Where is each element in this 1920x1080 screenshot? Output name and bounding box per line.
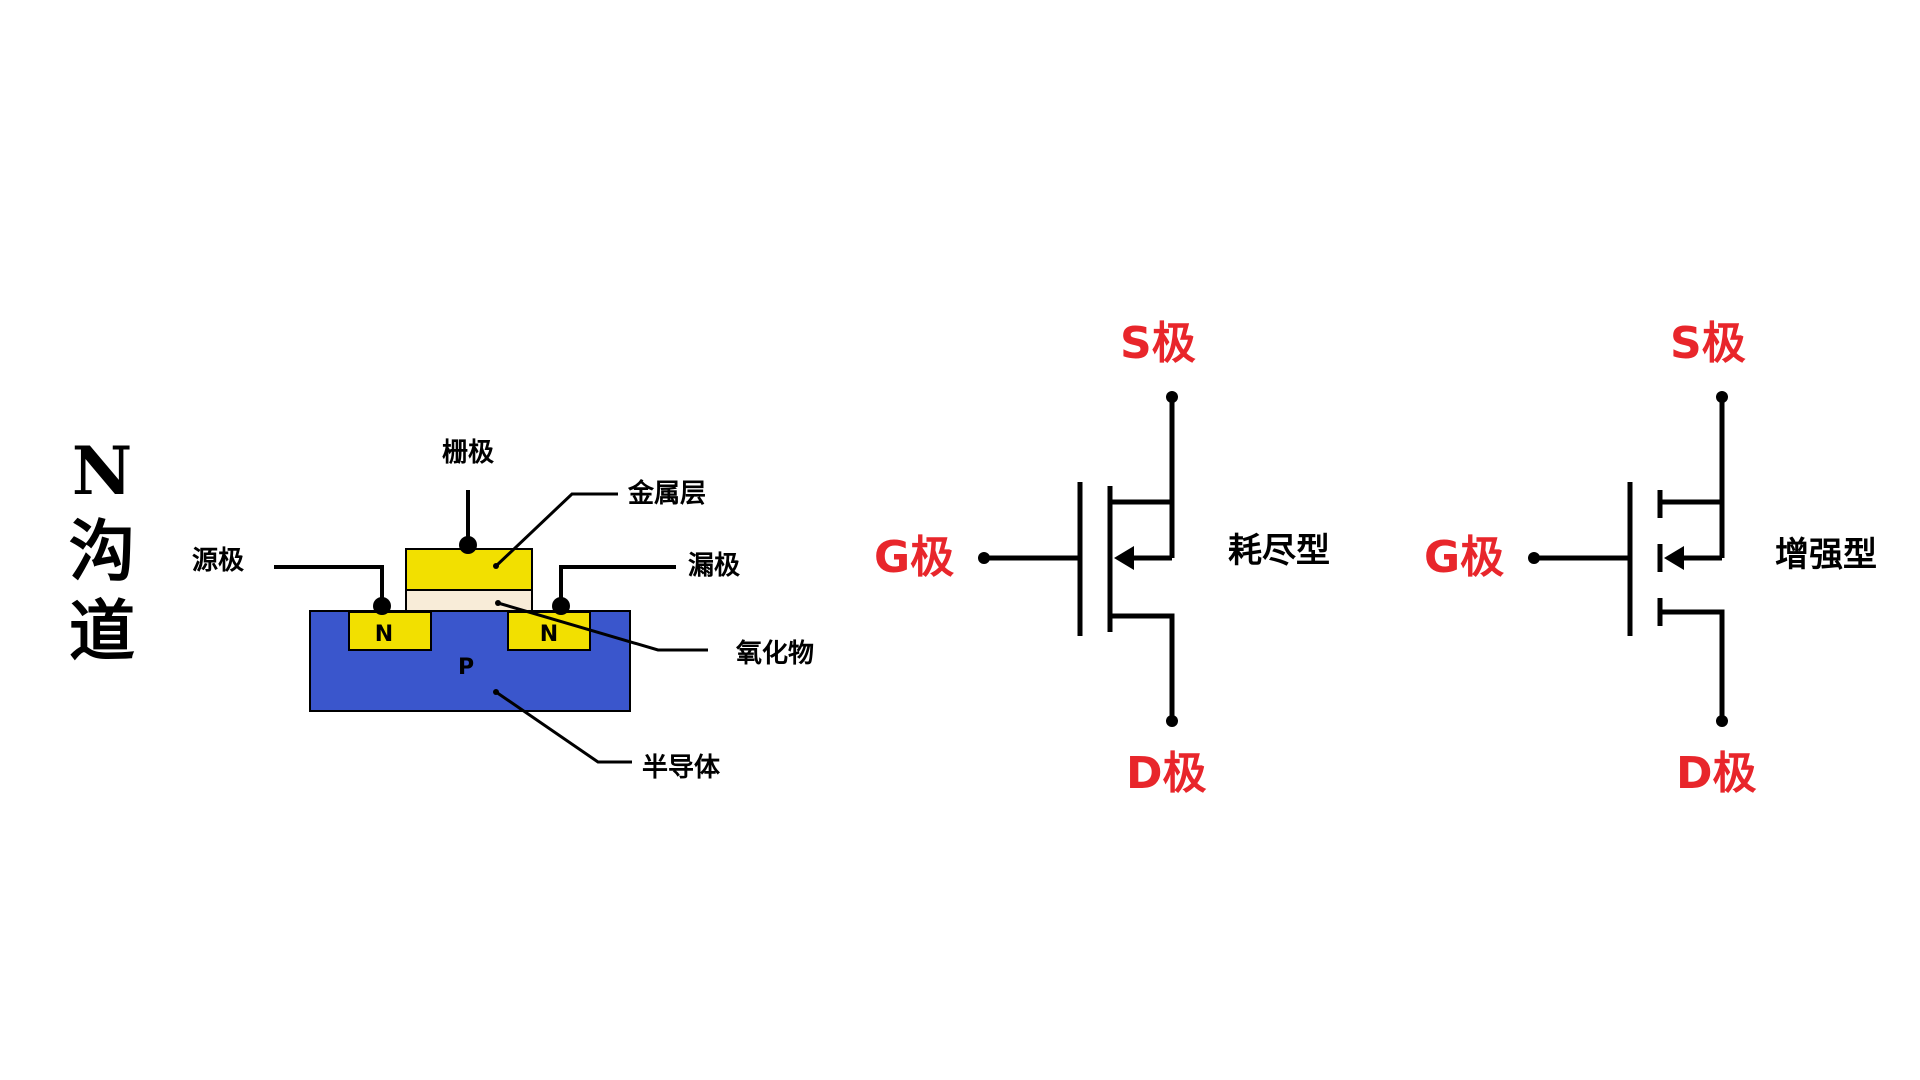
depletion-drain-lead	[1110, 613, 1175, 720]
metal-leader	[494, 492, 618, 568]
enhancement-source-terminal	[1716, 391, 1728, 403]
enhancement-drain-terminal	[1716, 715, 1728, 727]
metal-label: 金属层	[627, 478, 706, 509]
n-right-label: N	[540, 622, 558, 647]
enhancement-g-label: G极	[1424, 532, 1504, 583]
depletion-s-label: S极	[1120, 318, 1196, 369]
enhancement-drain-lead	[1660, 609, 1725, 720]
n-left-label: N	[375, 622, 393, 647]
enhancement-arrow-head	[1664, 546, 1684, 570]
semiconductor-leader-dot	[493, 689, 499, 695]
enhancement-s-label: S极	[1670, 318, 1746, 369]
metal-layer	[405, 548, 533, 591]
gate-contact	[459, 536, 477, 554]
drain-lead	[559, 565, 676, 600]
enhancement-type-label: 增强型	[1775, 535, 1877, 575]
enhancement-source-lead	[1660, 398, 1725, 505]
semiconductor-label: 半导体	[642, 753, 721, 783]
depletion-arrow-head	[1114, 546, 1134, 570]
depletion-drain-terminal	[1166, 715, 1178, 727]
source-lead	[274, 565, 384, 600]
depletion-symbol: S极 G极 D极 耗尽型	[874, 318, 1330, 799]
metal-leader-dot	[493, 563, 499, 569]
p-label: P	[458, 655, 474, 680]
depletion-type-label: 耗尽型	[1228, 531, 1330, 571]
title: N 沟 道	[69, 432, 135, 670]
depletion-d-label: D极	[1126, 748, 1207, 799]
oxide-leader	[497, 601, 708, 652]
cross-section: N N P 栅极 金属层 源极 漏极 氧化物 半导体	[192, 437, 814, 783]
depletion-g-label: G极	[874, 532, 954, 583]
drain-contact	[552, 597, 570, 615]
gate-label: 栅极	[442, 437, 495, 468]
title-line-1: N	[72, 432, 132, 510]
title-line-2: 沟	[69, 512, 135, 590]
semiconductor-leader	[495, 690, 632, 764]
oxide-leader-dot	[495, 600, 501, 606]
source-contact	[373, 597, 391, 615]
enhancement-d-label: D极	[1676, 748, 1757, 799]
oxide-label: 氧化物	[735, 639, 814, 669]
title-line-3: 道	[69, 592, 135, 670]
n-region-left	[348, 611, 432, 651]
drain-label: 漏极	[688, 551, 741, 581]
depletion-source-terminal	[1166, 391, 1178, 403]
source-label: 源极	[192, 546, 245, 576]
enhancement-symbol: S极 G极 D极 增强型	[1424, 318, 1877, 799]
depletion-source-lead	[1110, 398, 1175, 505]
